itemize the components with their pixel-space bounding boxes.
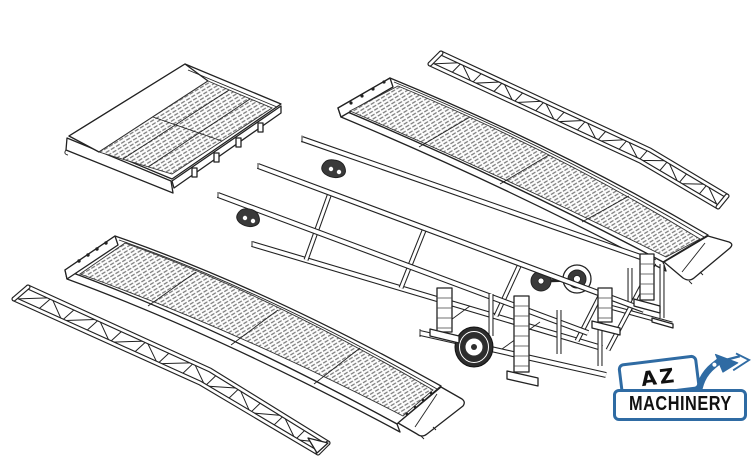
right-guard-rail-truss (427, 50, 730, 210)
left-guard-rail-truss (11, 284, 331, 456)
brand-logo: AZ MACHINERY (613, 352, 753, 423)
platform-skirt-plate (65, 137, 174, 194)
right-loading-ramp (337, 77, 733, 285)
ramp-support-cleat (321, 159, 346, 179)
left-ramp-ground-lip (397, 386, 465, 437)
logo-machinery-text: MACHINERY (628, 393, 732, 416)
left-loading-ramp (64, 235, 465, 440)
support-leg-front-left (429, 287, 460, 344)
platform-grating (97, 80, 273, 175)
support-leg-rear-far (633, 253, 661, 314)
right-ramp-grating (348, 85, 701, 258)
trailer-chassis (216, 135, 674, 387)
levelling-platform (64, 63, 282, 194)
left-ramp-grating (79, 242, 434, 417)
logo-az-text: AZ (639, 362, 679, 391)
ramp-support-cleat (236, 208, 260, 228)
right-ramp-ground-lip (663, 235, 733, 281)
support-leg-front-center (506, 295, 539, 387)
logo-machinery-box: MACHINERY (613, 389, 747, 421)
road-wheel (454, 326, 494, 368)
support-leg-rear-near (591, 287, 621, 336)
